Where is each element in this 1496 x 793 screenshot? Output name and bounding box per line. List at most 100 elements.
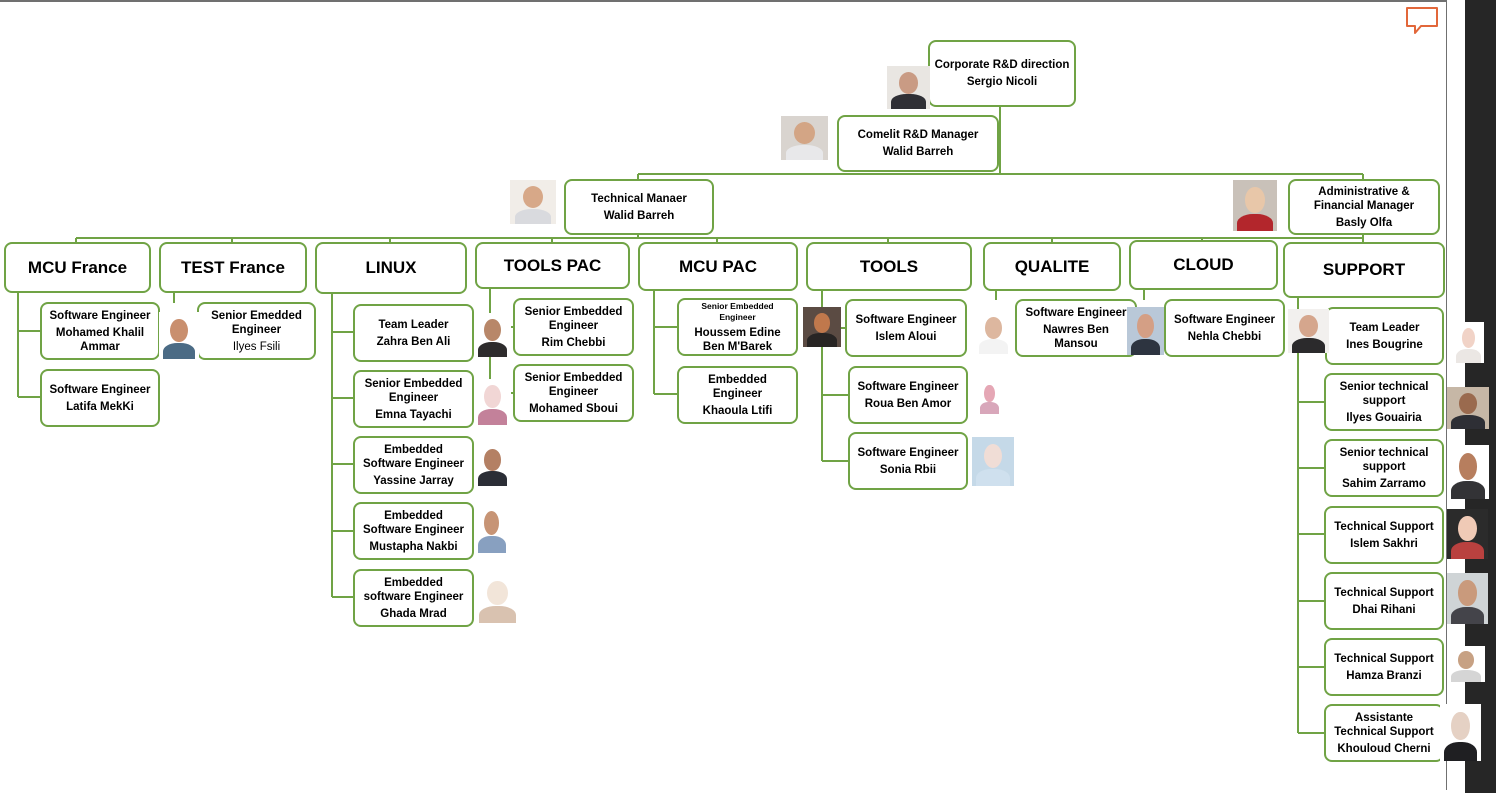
person-name: Khouloud Cherni <box>1337 742 1431 755</box>
person-photo <box>887 66 930 109</box>
person-name: Mohamed Khalil Ammar <box>55 326 145 353</box>
person-name: Islem Aloui <box>875 330 937 343</box>
role-title: Embedded Software Engineer <box>363 509 464 536</box>
role-title: Software Engineer <box>855 313 957 326</box>
role-title: Software Engineer <box>49 309 151 322</box>
person-name: Mustapha Nakbi <box>369 540 458 553</box>
person-name: Sonia Rbii <box>879 463 937 476</box>
person-photo <box>1447 387 1489 429</box>
person-photo <box>1447 646 1485 682</box>
person-name: Khaoula Ltifi <box>702 404 773 417</box>
role-title: Software Engineer <box>857 380 959 393</box>
person-photo <box>1127 307 1164 355</box>
person-name: Yassine Jarray <box>373 474 454 487</box>
department-qualite: QUALITE <box>983 242 1121 291</box>
role-title: Team Leader <box>378 318 449 331</box>
role-title: Senior Embedded Engineer <box>364 377 463 404</box>
person-name: Dhai Rihani <box>1352 603 1416 616</box>
person-name: Roua Ben Amor <box>864 397 952 410</box>
comment-icon[interactable] <box>1405 6 1439 36</box>
person-photo <box>803 307 841 347</box>
person-photo <box>1233 180 1277 231</box>
department-mcu-france: MCU France <box>4 242 151 293</box>
department-tools-pac: TOOLS PAC <box>475 242 630 289</box>
role-title: Assistante Technical Support <box>1334 711 1434 738</box>
slide-frame <box>0 0 1447 790</box>
person-name: Nehla Chebbi <box>1187 330 1262 343</box>
role-title: Software Engineer <box>1174 313 1275 326</box>
role-title: Senior technical support <box>1339 380 1429 407</box>
person-name: Ilyes Fsili <box>232 340 281 353</box>
person-photo <box>1447 445 1489 499</box>
person-name: Zahra Ben Ali <box>376 335 451 348</box>
role-title: Embedded Software Engineer <box>363 443 464 470</box>
person-photo <box>1453 322 1484 363</box>
role-title: Technical Support <box>1334 520 1434 533</box>
person-photo <box>159 312 199 359</box>
role-title: Senior Emedded Engineer <box>211 309 302 336</box>
role-title: Comelit R&D Manager <box>857 129 979 141</box>
role-title: Software Engineer <box>1025 306 1127 319</box>
person-name: Ghada Mrad <box>380 607 447 620</box>
person-name: Sahim Zarramo <box>1342 477 1426 490</box>
person-name: Rim Chebbi <box>541 336 606 349</box>
person-name: Hamza Branzi <box>1346 669 1422 682</box>
department-linux: LINUX <box>315 242 467 294</box>
person-name: Walid Barreh <box>882 146 954 158</box>
person-name: Ilyes Gouairia <box>1346 411 1422 424</box>
role-title: Senior technical support <box>1339 446 1429 473</box>
person-name: Houssem Edine Ben M'Barek <box>694 326 781 353</box>
person-photo <box>975 311 1012 354</box>
role-title: Senior Embedded Engineer <box>524 305 623 332</box>
department-tools: TOOLS <box>806 242 972 291</box>
department-mcu-pac: MCU PAC <box>638 242 798 291</box>
person-photo <box>972 437 1014 486</box>
person-photo <box>510 180 556 224</box>
department-cloud: CLOUD <box>1129 240 1278 290</box>
person-photo <box>1288 309 1329 353</box>
person-name: Basly Olfa <box>1335 216 1393 229</box>
person-photo <box>474 504 509 553</box>
person-photo <box>1447 509 1488 559</box>
person-name: Sergio Nicoli <box>966 76 1038 88</box>
role-title: Senior Embedded Engineer <box>524 371 623 398</box>
person-photo <box>474 379 511 425</box>
role-title: Senior Embedded Engineer <box>701 300 774 322</box>
role-title: Administrative & Financial Manager <box>1313 185 1415 212</box>
person-name: Nawres Ben Mansou <box>1043 323 1109 350</box>
role-title: Corporate R&D direction <box>934 59 1070 71</box>
role-title: Software Engineer <box>857 446 959 459</box>
person-photo <box>781 116 828 160</box>
person-photo <box>474 313 511 357</box>
person-name: Emna Tayachi <box>375 408 452 421</box>
person-name: Walid Barreh <box>603 209 675 222</box>
department-test-france: TEST France <box>159 242 307 293</box>
